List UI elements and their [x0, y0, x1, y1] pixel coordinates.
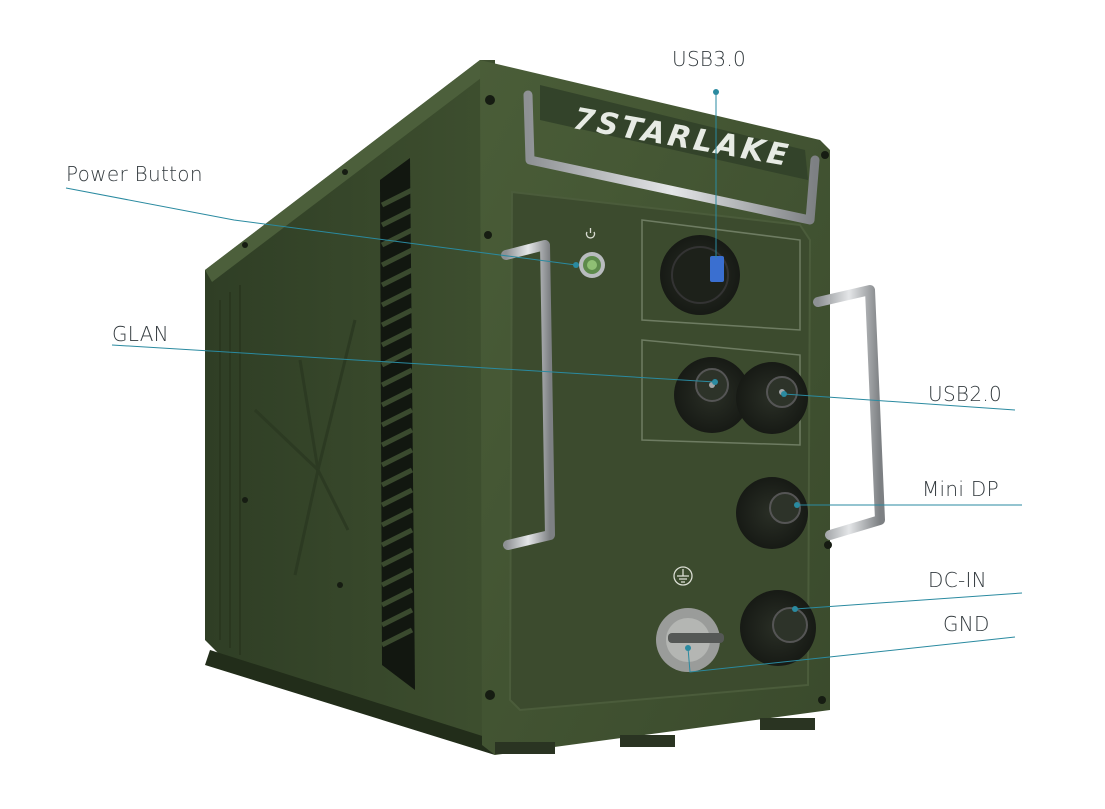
right-handle[interactable] [813, 285, 885, 540]
top-handle[interactable] [523, 90, 820, 225]
power-button[interactable] [579, 252, 605, 278]
usb3-port[interactable] [660, 235, 740, 315]
glan-port[interactable] [674, 357, 750, 433]
front-panel [508, 190, 812, 712]
leader-lines [65, 92, 1023, 673]
feet [495, 718, 815, 754]
side-ribs [219, 285, 241, 655]
usb3-label: USB3.0 [672, 47, 747, 71]
side-star-emblem [253, 319, 357, 576]
power-button-label: Power Button [66, 162, 203, 186]
mini-dp-port[interactable] [736, 477, 808, 549]
left-handle[interactable] [501, 240, 555, 550]
usb2-glan-frame [641, 339, 801, 446]
side-vent [380, 158, 415, 690]
leader-dots [573, 89, 800, 651]
chassis-side [205, 60, 495, 755]
power-symbol-icon [585, 228, 596, 239]
dc-in-label: DC-IN [928, 568, 987, 592]
gnd-label: GND [943, 612, 990, 636]
usb2-port[interactable] [736, 362, 808, 434]
ground-terminal[interactable] [656, 608, 724, 672]
screws [242, 95, 832, 704]
mini-dp-label: Mini DP [922, 477, 999, 501]
dc-in-port[interactable] [740, 590, 816, 666]
usb3-port-frame [641, 219, 801, 331]
ground-symbol-icon [673, 566, 693, 586]
glan-label: GLAN [112, 322, 169, 346]
usb2-label: USB2.0 [928, 382, 1003, 406]
